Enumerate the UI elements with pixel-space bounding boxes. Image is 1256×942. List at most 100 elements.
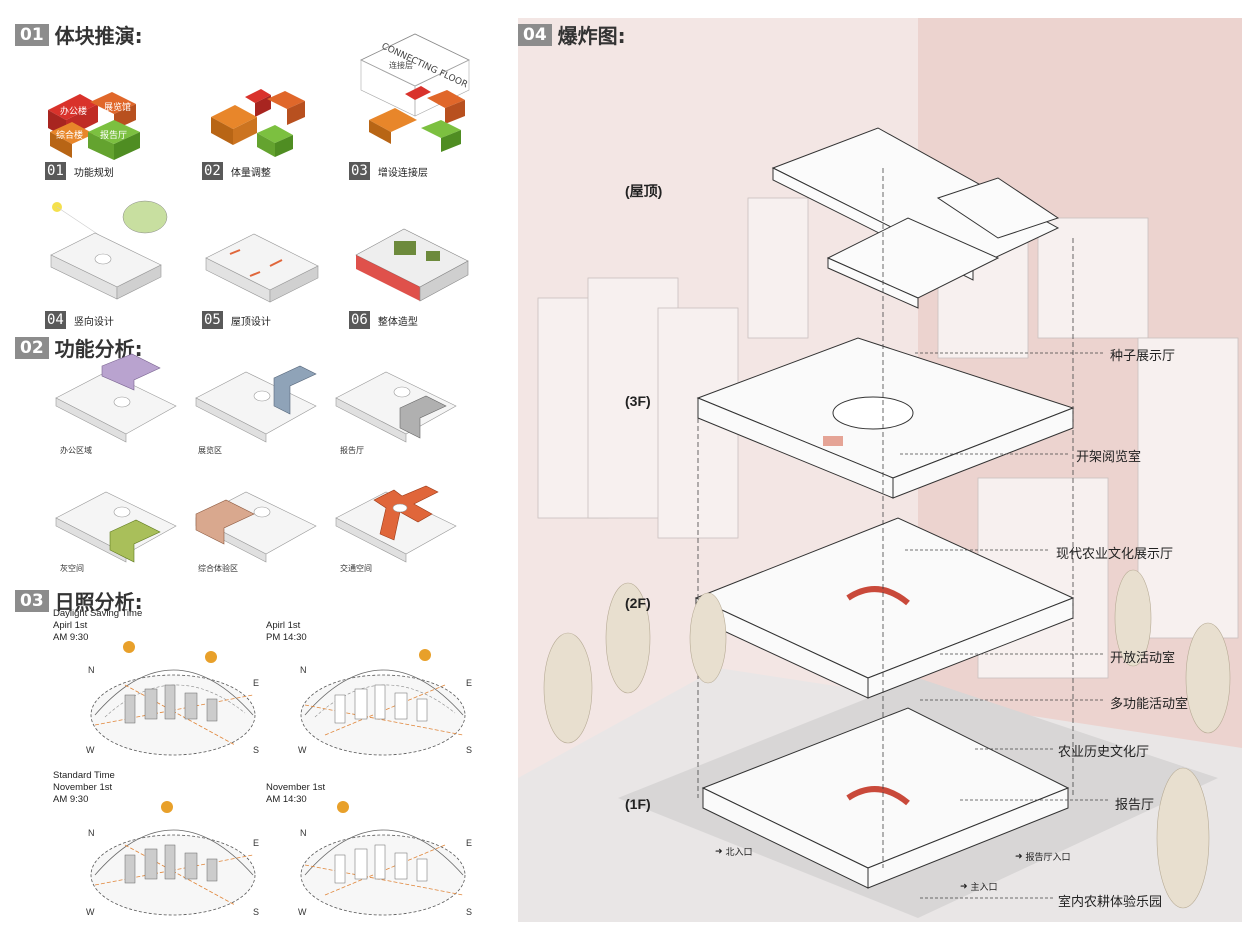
step-label: 增设连接层 (377, 167, 428, 179)
massing-diagram-02 (211, 89, 305, 157)
sun-dome-panel-1 (90, 641, 256, 756)
section-number: 01 (15, 23, 49, 46)
block-label-complex: 综合楼 (56, 129, 83, 141)
section-title: 体块推演: (54, 24, 143, 48)
sun-panel-2-time: PM 14:30 (266, 632, 307, 643)
step-label: 竖向设计 (73, 316, 114, 328)
massing-step-3: 03 增设连接层 (349, 162, 428, 180)
massing-diagram-01: 办公楼 展览馆 综合楼 报告厅 (48, 92, 140, 160)
function-label-exhibit: 展览区 (198, 446, 222, 455)
dst-heading: Daylight Saving Time (53, 608, 143, 619)
massing-diagram-05 (205, 233, 319, 303)
explosion-background (518, 18, 1242, 922)
block-label-exhibit: 展览馆 (104, 101, 131, 113)
sun-panel-2-date: Apirl 1st (266, 620, 301, 631)
sun-icon (161, 801, 173, 813)
room-label-seed-hall: 种子展示厅 (1110, 349, 1176, 364)
function-diagram-report (335, 371, 457, 443)
compass-s-4: S (466, 907, 473, 917)
step-label: 功能规划 (73, 167, 114, 179)
compass-w-4: W (298, 907, 307, 917)
sun-panel-3-time: AM 9:30 (53, 794, 89, 805)
compass-e-4: E (466, 838, 473, 848)
step-label: 整体造型 (377, 316, 418, 328)
massing-diagram-06 (355, 228, 469, 302)
sun-icon (337, 801, 349, 813)
section-04-heading: 04 爆炸图: (518, 20, 626, 49)
block-label-report: 报告厅 (100, 129, 127, 141)
sun-dome-panel-2 (300, 649, 466, 756)
arrow-icon: ➜ (960, 881, 968, 892)
section-title: 日照分析: (54, 590, 143, 614)
room-label-report-hall: 报告厅 (1115, 798, 1155, 813)
sun-dome-panel-4 (300, 801, 466, 916)
floor-label-1f: (1F) (625, 796, 651, 812)
entrance-main: ➜ 主入口 (960, 881, 998, 894)
function-diagram-office (55, 353, 177, 443)
sun-dome-panel-3 (90, 801, 256, 916)
room-label-multi-activity: 多功能活动室 (1110, 697, 1189, 712)
room-label-reading-room: 开架阅览室 (1076, 450, 1142, 465)
section-01-heading: 01 体块推演: (15, 20, 143, 49)
step-number: 06 (349, 311, 370, 329)
massing-step-1: 01 功能规划 (45, 162, 114, 180)
compass-w-1: W (86, 745, 95, 755)
compass-s-3: S (253, 907, 260, 917)
massing-step-5: 05 屋顶设计 (202, 311, 271, 329)
step-number: 02 (202, 162, 223, 180)
compass-n-4: N (300, 828, 307, 838)
section-02-heading: 02 功能分析: (15, 333, 143, 362)
sun-panel-4-time: AM 14:30 (266, 794, 307, 805)
function-label-experience: 综合体验区 (198, 564, 238, 573)
compass-e-1: E (253, 678, 260, 688)
function-diagram-grey-space (55, 491, 177, 563)
arrow-icon: ➜ (1015, 851, 1023, 862)
entrance-north: ➜ 北入口 (715, 846, 753, 859)
compass-n-2: N (300, 665, 307, 675)
section-title: 爆炸图: (557, 24, 626, 48)
massing-step-6: 06 整体造型 (349, 311, 418, 329)
step-number: 05 (202, 311, 223, 329)
compass-w-3: W (86, 907, 95, 917)
compass-e-3: E (253, 838, 260, 848)
room-label-agri-history: 农业历史文化厅 (1058, 745, 1150, 760)
massing-diagram-03: CONNECTING FLOOR 连接层 (360, 33, 470, 152)
sun-panel-1-time: AM 9:30 (53, 632, 89, 643)
massing-step-4: 04 竖向设计 (45, 311, 114, 329)
step-number: 01 (45, 162, 66, 180)
entrance-report-hall: ➜ 报告厅入口 (1015, 851, 1071, 864)
function-label-report: 报告厅 (340, 446, 364, 455)
sun-panel-3-date: November 1st (53, 782, 113, 793)
sun-panel-1-date: Apirl 1st (53, 620, 88, 631)
compass-n-1: N (88, 665, 95, 675)
room-label-modern-agri-hall: 现代农业文化展示厅 (1056, 547, 1174, 562)
compass-e-2: E (466, 678, 473, 688)
function-label-grey-space: 灰空间 (60, 564, 84, 573)
massing-diagram-04 (50, 200, 168, 300)
step-number: 03 (349, 162, 370, 180)
sun-icon (419, 649, 431, 661)
floor-label-2f: (2F) (625, 595, 651, 611)
compass-n-3: N (88, 828, 95, 838)
step-label: 体量调整 (230, 167, 271, 179)
function-diagram-circulation (335, 485, 457, 563)
compass-w-2: W (298, 745, 307, 755)
arrow-icon: ➜ (715, 846, 723, 857)
function-diagram-experience (195, 491, 317, 563)
compass-s-1: S (253, 745, 260, 755)
function-label-office: 办公区域 (60, 446, 92, 455)
std-heading: Standard Time (53, 770, 115, 781)
room-label-farming-park: 室内农耕体验乐园 (1058, 895, 1163, 910)
sun-icon (205, 651, 217, 663)
floor-label-3f: (3F) (625, 393, 651, 409)
sun-icon (123, 641, 135, 653)
block-label-office: 办公楼 (60, 105, 87, 117)
compass-s-2: S (466, 745, 473, 755)
section-number: 04 (518, 23, 552, 46)
function-label-circulation: 交通空间 (340, 564, 372, 573)
step-number: 04 (45, 311, 66, 329)
room-label-open-activity: 开放活动室 (1110, 651, 1176, 666)
section-03-heading: 03 日照分析: (15, 586, 143, 615)
sun-panel-4-date: November 1st (266, 782, 326, 793)
